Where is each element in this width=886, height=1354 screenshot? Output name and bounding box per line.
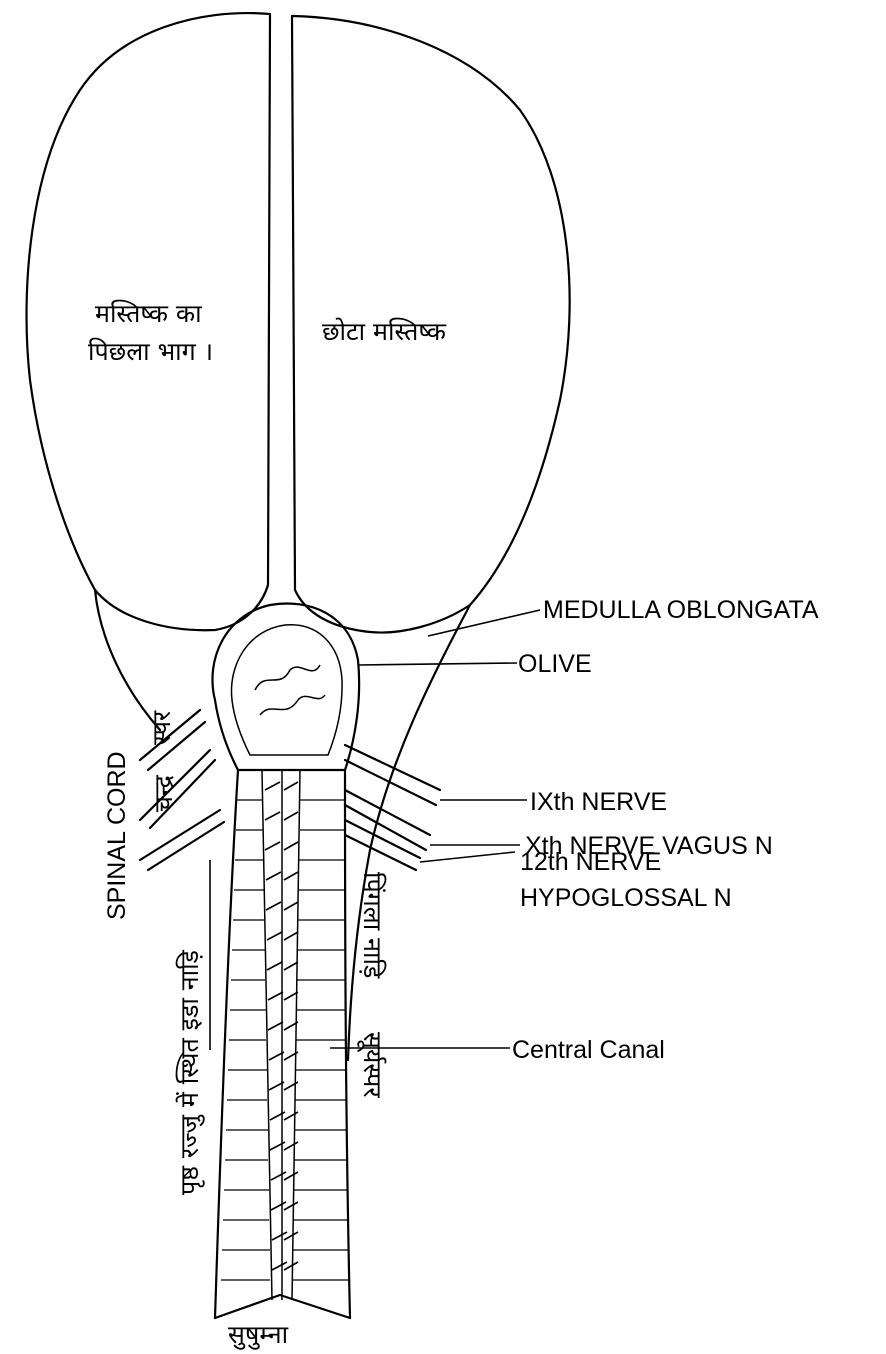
left-hemisphere-label-line1: मस्तिष्क का	[95, 299, 202, 328]
left-column-segments	[221, 800, 270, 1280]
central-canal-label: Central Canal	[512, 1036, 665, 1064]
olive-label: OLIVE	[518, 650, 592, 678]
spinal-cord-left-edge	[215, 770, 238, 1318]
twelfth-nerve-label-line2: HYPOGLOSSAL N	[520, 884, 732, 912]
right-column-segments	[292, 800, 349, 1280]
medulla-inner	[231, 625, 342, 755]
left-stem-curve	[95, 590, 160, 730]
medulla-label: MEDULLA OBLONGATA	[543, 596, 819, 624]
midline-left	[268, 14, 270, 585]
left-hemisphere-label-line2: पिछला भाग ।	[88, 337, 213, 366]
left-side-top-label: स्पर	[147, 710, 176, 745]
medulla-outline	[212, 603, 359, 770]
spinal-cord-label: SPINAL CORD	[103, 751, 131, 920]
right-outer-curve	[348, 605, 470, 1060]
left-side-vertical-label: पृष्ठ रज्जु में स्थित इडा नाड़ि	[175, 949, 205, 1195]
twelfth-nerve-label-line1: 12th NERVE	[520, 848, 661, 876]
right-side-vertical-label-1: पिंगला नाड़ि	[358, 872, 387, 979]
right-hemisphere-label: छोटा मस्तिष्क	[322, 317, 447, 346]
left-side-mid-label: चन्द्र	[149, 774, 178, 812]
ninth-nerve-label: IXth NERVE	[530, 788, 667, 816]
right-nerves	[345, 745, 440, 870]
olive-squiggle	[255, 665, 325, 715]
bottom-label: सुषुम्ना	[228, 1320, 289, 1350]
right-side-vertical-label-2: सूर्यस्पर	[357, 1032, 387, 1098]
